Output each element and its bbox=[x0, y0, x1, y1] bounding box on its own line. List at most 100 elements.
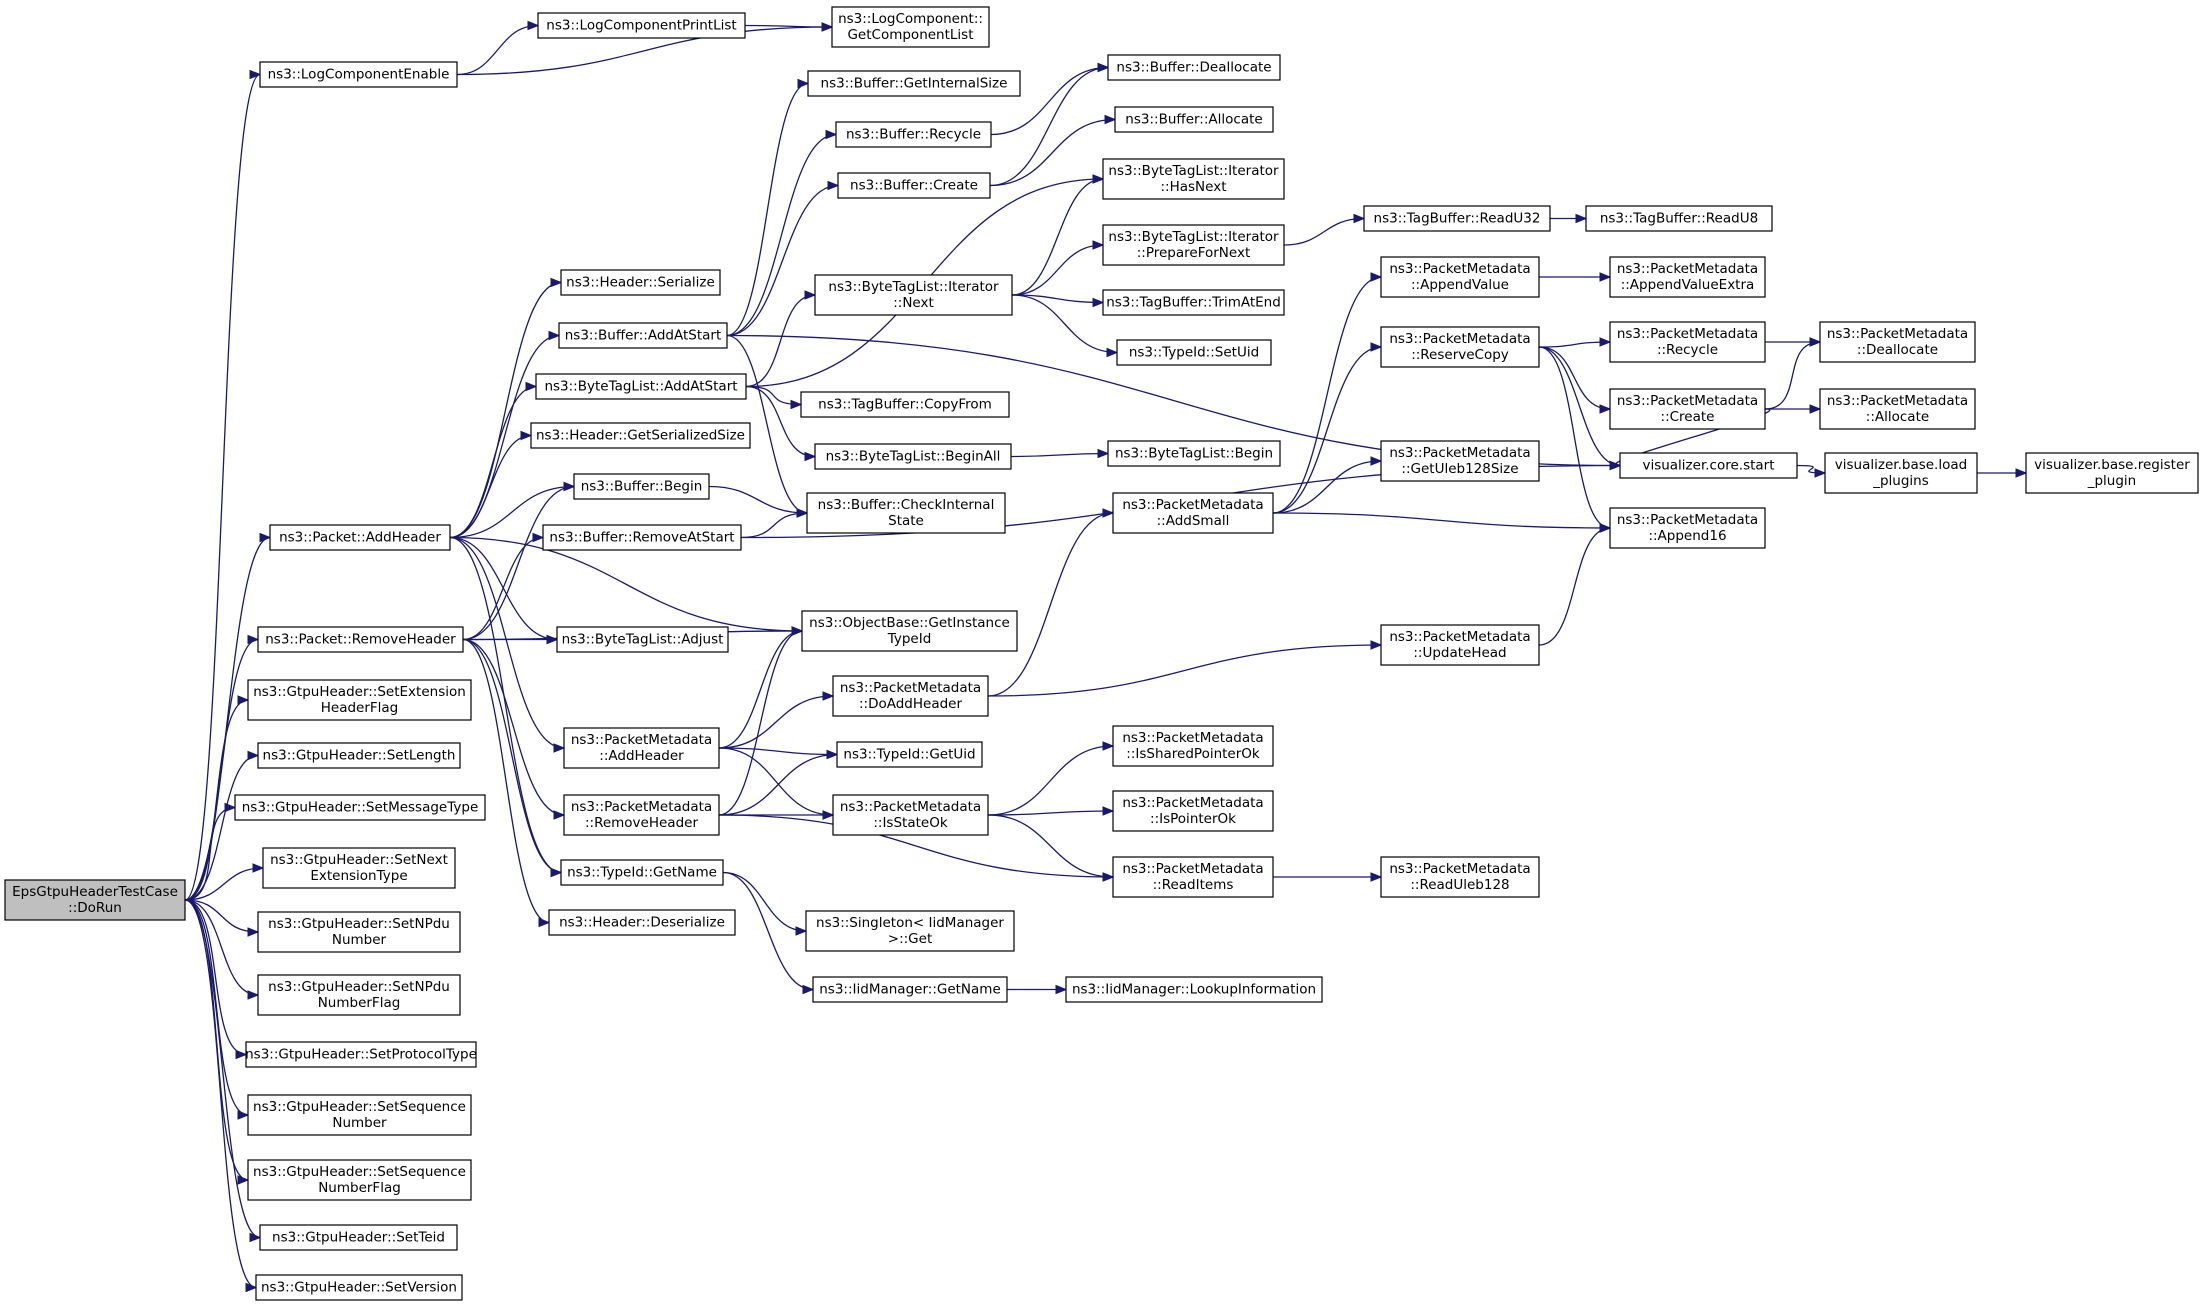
node-getcomplist[interactable]: ns3::LogComponent::GetComponentList bbox=[831, 6, 990, 48]
node-vis_load[interactable]: visualizer.base.load_plugins bbox=[1824, 452, 1978, 494]
node-pm_create[interactable]: ns3::PacketMetadata::Create bbox=[1609, 388, 1766, 430]
node-label: ::AddSmall bbox=[1157, 513, 1230, 529]
node-label: ::ReserveCopy bbox=[1411, 347, 1509, 363]
node-pm_readitems[interactable]: ns3::PacketMetadata::ReadItems bbox=[1112, 856, 1274, 898]
node-pm_removeheader[interactable]: ns3::PacketMetadata::RemoveHeader bbox=[563, 794, 720, 836]
node-iid_getname[interactable]: ns3::IidManager::GetName bbox=[812, 976, 1008, 1003]
node-label: ns3::PacketMetadata bbox=[1389, 445, 1530, 461]
node-typeid_getuid[interactable]: ns3::TypeId::GetUid bbox=[836, 741, 983, 768]
node-logprint[interactable]: ns3::LogComponentPrintList bbox=[537, 12, 746, 39]
node-label: ::AddHeader bbox=[599, 748, 684, 764]
node-setproto[interactable]: ns3::GtpuHeader::SetProtocolType bbox=[245, 1041, 477, 1068]
node-pm_recycle[interactable]: ns3::PacketMetadata::Recycle bbox=[1609, 321, 1766, 363]
node-pkt_removeheader[interactable]: ns3::Packet::RemoveHeader bbox=[257, 626, 464, 653]
node-root[interactable]: EpsGtpuHeaderTestCase::DoRun bbox=[4, 879, 186, 921]
node-pm_addsmall[interactable]: ns3::PacketMetadata::AddSmall bbox=[1112, 492, 1274, 534]
edge-pm_readitems-to-pm_readuleb bbox=[1272, 872, 1383, 882]
node-tagbuf_copyfrom[interactable]: ns3::TagBuffer::CopyFrom bbox=[800, 391, 1010, 418]
node-setlength[interactable]: ns3::GtpuHeader::SetLength bbox=[257, 742, 461, 769]
edge-pm_create-to-pm_alloc bbox=[1765, 404, 1822, 414]
node-buf_getinternalsize[interactable]: ns3::Buffer::GetInternalSize bbox=[807, 70, 1021, 97]
node-pm_appendvalue[interactable]: ns3::PacketMetadata::AppendValue bbox=[1380, 256, 1540, 298]
node-btl_begin[interactable]: ns3::ByteTagList::Begin bbox=[1107, 440, 1281, 467]
node-btl_iter_prepare[interactable]: ns3::ByteTagList::Iterator::PrepareForNe… bbox=[1102, 224, 1285, 266]
node-tagbuf_readu8[interactable]: ns3::TagBuffer::ReadU8 bbox=[1585, 205, 1773, 232]
node-buf_removeatstart[interactable]: ns3::Buffer::RemoveAtStart bbox=[542, 524, 742, 551]
node-vis_register[interactable]: visualizer.base.register_plugin bbox=[2025, 452, 2199, 494]
node-pm_isstateok[interactable]: ns3::PacketMetadata::IsStateOk bbox=[832, 794, 989, 836]
node-label: ns3::PacketMetadata bbox=[1389, 629, 1530, 645]
node-label: ::DoAddHeader bbox=[859, 696, 962, 712]
node-label: ns3::ByteTagList::BeginAll bbox=[826, 449, 1001, 465]
node-pm_appendvalueextra[interactable]: ns3::PacketMetadata::AppendValueExtra bbox=[1609, 256, 1766, 298]
node-btl_beginall[interactable]: ns3::ByteTagList::BeginAll bbox=[814, 443, 1012, 470]
node-setversion[interactable]: ns3::GtpuHeader::SetVersion bbox=[255, 1274, 463, 1301]
node-pm_getuleb[interactable]: ns3::PacketMetadata::GetUleb128Size bbox=[1380, 440, 1540, 482]
node-hdr_getsersize[interactable]: ns3::Header::GetSerializedSize bbox=[530, 422, 751, 449]
node-hdr_serialize[interactable]: ns3::Header::Serialize bbox=[560, 269, 721, 296]
edge-pkt_removeheader-to-typeid_getname bbox=[462, 638, 563, 878]
node-layer: EpsGtpuHeaderTestCase::DoRun ns3::LogComp… bbox=[4, 6, 2199, 1301]
node-buf_addatstart[interactable]: ns3::Buffer::AddAtStart bbox=[558, 322, 728, 349]
node-pm_updatehead[interactable]: ns3::PacketMetadata::UpdateHead bbox=[1380, 624, 1540, 666]
node-typeid_getname[interactable]: ns3::TypeId::GetName bbox=[560, 859, 724, 886]
node-setmsgtype[interactable]: ns3::GtpuHeader::SetMessageType bbox=[234, 794, 486, 821]
node-hdr_deserialize[interactable]: ns3::Header::Deserialize bbox=[548, 909, 736, 936]
edge-buf_addatstart-to-buf_recycle bbox=[726, 129, 838, 337]
edge-pm_doaddheader-to-pm_addsmall bbox=[987, 508, 1115, 697]
node-tagbuf_readu32[interactable]: ns3::TagBuffer::ReadU32 bbox=[1363, 205, 1551, 232]
node-typeid_setuid[interactable]: ns3::TypeId::SetUid bbox=[1116, 339, 1272, 366]
node-label: ns3::PacketMetadata bbox=[840, 680, 981, 696]
node-pm_reservecopy[interactable]: ns3::PacketMetadata::ReserveCopy bbox=[1380, 326, 1540, 368]
node-iid_lookup[interactable]: ns3::IidManager::LookupInformation bbox=[1065, 976, 1323, 1003]
node-vis_start[interactable]: visualizer.core.start bbox=[1619, 452, 1798, 479]
node-buf_recycle[interactable]: ns3::Buffer::Recycle bbox=[835, 121, 992, 148]
node-pm_isptrok[interactable]: ns3::PacketMetadata::IsPointerOk bbox=[1112, 790, 1274, 832]
edge-pm_addheader-to-pm_isstateok bbox=[718, 747, 835, 820]
node-pm_addheader[interactable]: ns3::PacketMetadata::AddHeader bbox=[563, 727, 720, 769]
edge-pm_reservecopy-to-pm_recycle bbox=[1538, 337, 1612, 348]
node-label: ns3::GtpuHeader::SetProtocolType bbox=[245, 1047, 477, 1063]
edge-pm_addheader-to-ob_getinstance bbox=[718, 626, 804, 749]
node-buf_dealloc[interactable]: ns3::Buffer::Deallocate bbox=[1107, 54, 1281, 81]
node-label: ::IsStateOk bbox=[873, 815, 947, 831]
node-btl_iter_next[interactable]: ns3::ByteTagList::Iterator::Next bbox=[814, 274, 1013, 316]
node-label: GetComponentList bbox=[847, 27, 973, 43]
node-label: >::Get bbox=[888, 931, 932, 947]
node-btl_adjust[interactable]: ns3::ByteTagList::Adjust bbox=[556, 626, 729, 653]
edge-pm_addsmall-to-pm_reservecopy bbox=[1272, 342, 1383, 514]
node-pkt_addheader[interactable]: ns3::Packet::AddHeader bbox=[269, 524, 451, 551]
edge-root-to-pkt_addheader bbox=[184, 532, 272, 901]
node-buf_begin[interactable]: ns3::Buffer::Begin bbox=[573, 473, 710, 500]
node-buf_alloc[interactable]: ns3::Buffer::Allocate bbox=[1114, 106, 1274, 133]
edge-root-to-pkt_removeheader bbox=[184, 634, 260, 901]
node-label: ns3::IidManager::LookupInformation bbox=[1072, 982, 1316, 998]
node-setteid[interactable]: ns3::GtpuHeader::SetTeid bbox=[259, 1224, 458, 1251]
edge-pkt_addheader-to-btl_adjust bbox=[449, 536, 559, 645]
node-pm_append16[interactable]: ns3::PacketMetadata::Append16 bbox=[1609, 507, 1766, 549]
node-pm_doaddheader[interactable]: ns3::PacketMetadata::DoAddHeader bbox=[832, 675, 989, 717]
node-label: ns3::PacketMetadata bbox=[1617, 261, 1758, 277]
node-logenable[interactable]: ns3::LogComponentEnable bbox=[259, 61, 458, 88]
node-buf_create[interactable]: ns3::Buffer::Create bbox=[837, 172, 991, 199]
edge-pm_appendvalue-to-pm_appendvalueextra bbox=[1539, 272, 1612, 282]
node-pm_issharedptr[interactable]: ns3::PacketMetadata::IsSharedPointerOk bbox=[1112, 725, 1274, 767]
node-btl_iter_hasnext[interactable]: ns3::ByteTagList::Iterator::HasNext bbox=[1102, 158, 1285, 200]
node-label: visualizer.base.register bbox=[2034, 457, 2190, 473]
node-tagbuf_trim[interactable]: ns3::TagBuffer::TrimAtEnd bbox=[1102, 289, 1285, 316]
node-pm_alloc[interactable]: ns3::PacketMetadata::Allocate bbox=[1819, 388, 1976, 430]
node-singleton_get[interactable]: ns3::Singleton< IidManager>::Get bbox=[805, 910, 1015, 952]
node-btl_addatstart[interactable]: ns3::ByteTagList::AddAtStart bbox=[535, 373, 747, 400]
edge-root-to-setnpdu bbox=[184, 899, 260, 937]
node-pm_readuleb[interactable]: ns3::PacketMetadata::ReadUleb128 bbox=[1380, 856, 1540, 898]
edge-btl_iter_prepare-to-tagbuf_readu32 bbox=[1283, 213, 1366, 246]
node-pm_dealloc[interactable]: ns3::PacketMetadata::Deallocate bbox=[1819, 321, 1976, 363]
